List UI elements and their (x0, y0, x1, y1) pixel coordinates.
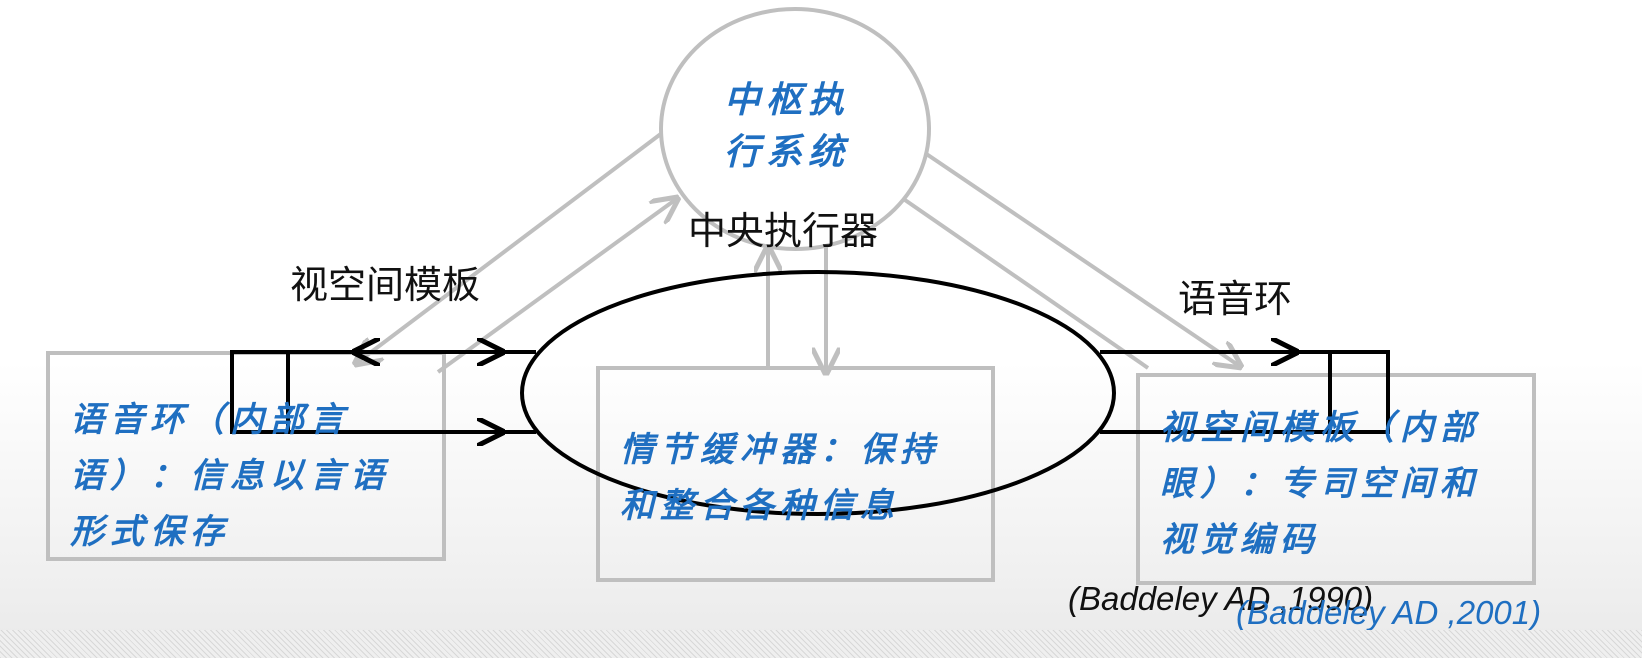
visuospatial-sketchpad-text: 视空间模板（内部 眼）：专司空间和 视觉编码 (1160, 408, 1480, 560)
citation-1990: (Baddeley AD ,1990) (1068, 580, 1374, 617)
phonological-caption: 语音环 (1178, 277, 1293, 321)
central-executive-label: 中枢执 行系统 (724, 79, 851, 173)
phonological-loop-text: 语音环（内部言 语）：信息以言语 形式保存 (70, 400, 390, 552)
visuospatial-sketchpad-box (1136, 373, 1536, 585)
footer-hatch-band (0, 630, 1642, 658)
episodic-buffer-ellipse (520, 270, 1116, 516)
central-executive-caption: 中央执行器 (688, 209, 879, 253)
citation-2001: (Baddeley AD ,2001) (1236, 594, 1542, 631)
line-right-box-to-executive (903, 198, 1150, 370)
central-executive-circle (659, 7, 931, 251)
visuospatial-caption: 视空间模板 (290, 263, 481, 307)
arrow-executive-to-right-box (923, 151, 1238, 365)
episodic-buffer-text: 情节缓冲器：保持 和整合各种信息 (620, 430, 940, 526)
arrow-executive-to-left-box (358, 131, 664, 362)
